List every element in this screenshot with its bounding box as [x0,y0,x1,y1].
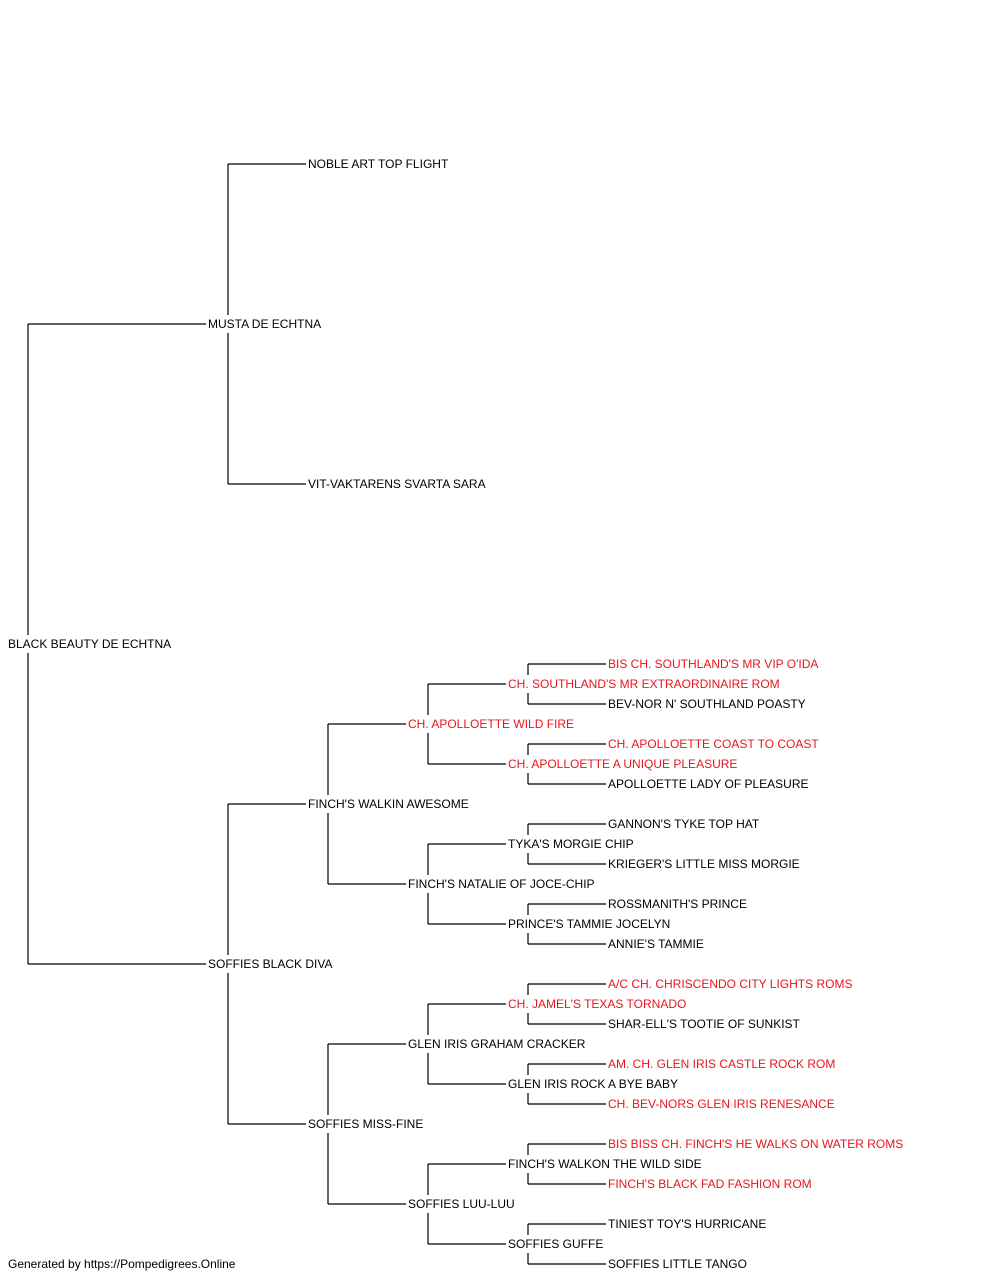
dog-name-gannon-s-tyke-top-hat: GANNON'S TYKE TOP HAT [608,817,760,831]
dog-name-soffies-luu-luu: SOFFIES LUU-LUU [408,1197,515,1211]
dog-name-ch-apolloette-wild-fire: CH. APOLLOETTE WILD FIRE [408,717,574,731]
dog-name-bis-biss-ch-finch-s-he-walks-on-water-roms: BIS BISS CH. FINCH'S HE WALKS ON WATER R… [608,1137,903,1151]
generator-credit: Generated by https://Pompedigrees.Online [8,1257,236,1271]
dog-name-tiniest-toy-s-hurricane: TINIEST TOY'S HURRICANE [608,1217,766,1231]
dog-name-shar-ell-s-tootie-of-sunkist: SHAR-ELL'S TOOTIE OF SUNKIST [608,1017,801,1031]
dog-name-a-c-ch-chriscendo-city-lights-roms: A/C CH. CHRISCENDO CITY LIGHTS ROMS [608,977,852,991]
dog-name-ch-southland-s-mr-extraordinaire-rom: CH. SOUTHLAND'S MR EXTRAORDINAIRE ROM [508,677,780,691]
dog-name-finch-s-natalie-of-joce-chip: FINCH'S NATALIE OF JOCE-CHIP [408,877,595,891]
dog-name-krieger-s-little-miss-morgie: KRIEGER'S LITTLE MISS MORGIE [608,857,800,871]
dog-name-vit-vaktarens-svarta-sara: VIT-VAKTARENS SVARTA SARA [308,477,486,491]
dog-name-prince-s-tammie-jocelyn: PRINCE'S TAMMIE JOCELYN [508,917,670,931]
dog-name-soffies-black-diva: SOFFIES BLACK DIVA [208,957,332,971]
dog-name-apolloette-lady-of-pleasure: APOLLOETTE LADY OF PLEASURE [608,777,809,791]
dog-name-finch-s-walkin-awesome: FINCH'S WALKIN AWESOME [308,797,469,811]
dog-name-glen-iris-rock-a-bye-baby: GLEN IRIS ROCK A BYE BABY [508,1077,678,1091]
dog-name-musta-de-echtna: MUSTA DE ECHTNA [208,317,321,331]
dog-name-am-ch-glen-iris-castle-rock-rom: AM. CH. GLEN IRIS CASTLE ROCK ROM [608,1057,835,1071]
dog-name-ch-jamel-s-texas-tornado: CH. JAMEL'S TEXAS TORNADO [508,997,686,1011]
dog-name-ch-bev-nors-glen-iris-renesance: CH. BEV-NORS GLEN IRIS RENESANCE [608,1097,835,1111]
dog-name-finch-s-black-fad-fashion-rom: FINCH'S BLACK FAD FASHION ROM [608,1177,812,1191]
dog-name-noble-art-top-flight: NOBLE ART TOP FLIGHT [308,157,449,171]
dog-name-soffies-little-tango: SOFFIES LITTLE TANGO [608,1257,747,1271]
dog-name-ch-apolloette-a-unique-pleasure: CH. APOLLOETTE A UNIQUE PLEASURE [508,757,737,771]
dog-name-glen-iris-graham-cracker: GLEN IRIS GRAHAM CRACKER [408,1037,586,1051]
dog-name-annie-s-tammie: ANNIE'S TAMMIE [608,937,704,951]
dog-name-black-beauty-de-echtna: BLACK BEAUTY DE ECHTNA [8,637,171,651]
dog-name-soffies-guffe: SOFFIES GUFFE [508,1237,603,1251]
dog-name-ch-apolloette-coast-to-coast: CH. APOLLOETTE COAST TO COAST [608,737,819,751]
dog-name-rossmanith-s-prince: ROSSMANITH'S PRINCE [608,897,747,911]
dog-name-bis-ch-southland-s-mr-vip-o-ida: BIS CH. SOUTHLAND'S MR VIP O'IDA [608,657,818,671]
dog-name-tyka-s-morgie-chip: TYKA'S MORGIE CHIP [508,837,634,851]
dog-name-soffies-miss-fine: SOFFIES MISS-FINE [308,1117,423,1131]
dog-name-finch-s-walkon-the-wild-side: FINCH'S WALKON THE WILD SIDE [508,1157,702,1171]
dog-name-bev-nor-n-southland-poasty: BEV-NOR N' SOUTHLAND POASTY [608,697,806,711]
